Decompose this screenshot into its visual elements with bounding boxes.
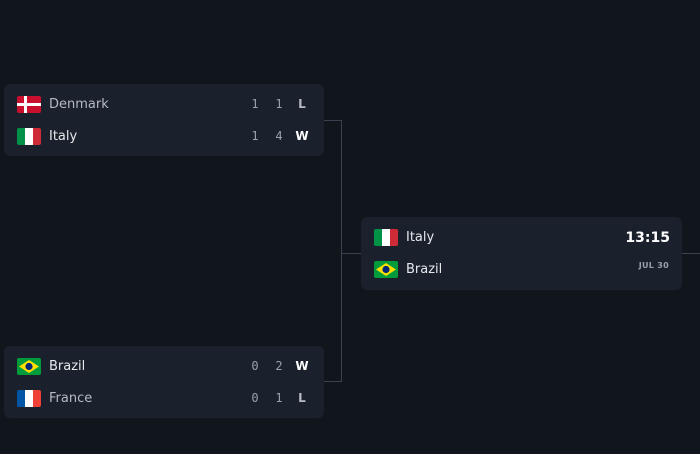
team-name: Denmark [49,96,109,112]
bracket-connector [341,120,342,382]
italy-flag-icon [17,127,41,145]
bracket-connector [324,381,342,382]
result-badge: L [298,391,306,405]
brazil-flag-icon [17,357,41,375]
team-name: Italy [406,229,435,245]
match-card-final[interactable]: Italy Brazil 13:15 JUL 30 [361,217,682,290]
result-badge: L [298,97,306,111]
score-leg-2: 1 [275,97,283,111]
team-row: Italy 1 4 W [4,120,324,152]
match-time: 13:15 [625,230,670,246]
bracket-connector [324,120,342,121]
score-leg-2: 2 [275,359,283,373]
france-flag-icon [17,389,41,407]
team-name: Brazil [49,358,86,374]
team-row: Brazil [361,253,682,285]
bracket-connector [681,253,700,254]
team-row: Brazil 0 2 W [4,350,324,382]
team-row: Denmark 1 1 L [4,88,324,120]
match-card-semifinal-1[interactable]: Denmark 1 1 L Italy 1 4 W [4,84,324,156]
brazil-flag-icon [374,260,398,278]
score-leg-2: 4 [275,129,283,143]
bracket-connector [341,253,362,254]
score-leg-1: 0 [251,359,259,373]
score-leg-1: 0 [251,391,259,405]
team-name: Italy [49,128,78,144]
team-name: Brazil [406,261,443,277]
match-date: JUL 30 [638,261,669,270]
score-leg-2: 1 [275,391,283,405]
result-badge: W [295,129,309,143]
score-leg-1: 1 [251,129,259,143]
score-leg-1: 1 [251,97,259,111]
match-card-semifinal-2[interactable]: Brazil 0 2 W France 0 1 L [4,346,324,418]
team-row: France 0 1 L [4,382,324,414]
team-name: France [49,390,93,406]
result-badge: W [295,359,309,373]
denmark-flag-icon [17,95,41,113]
italy-flag-icon [374,228,398,246]
team-row: Italy [361,221,682,253]
